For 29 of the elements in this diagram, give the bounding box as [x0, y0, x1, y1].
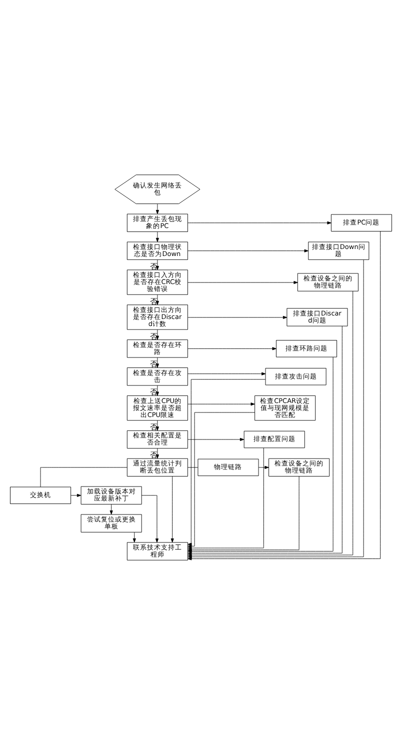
arrow [170, 476, 174, 542]
arrow [188, 447, 264, 550]
arrow [188, 378, 266, 546]
arrow [141, 494, 159, 542]
arrow [156, 448, 159, 458]
arrow [188, 402, 255, 406]
arrow [156, 356, 159, 368]
arrow [188, 248, 308, 252]
arrow [156, 384, 159, 396]
arrow [188, 280, 298, 284]
connector [188, 466, 198, 468]
arrow [188, 412, 255, 548]
arrow [156, 294, 159, 305]
arrow [156, 231, 159, 242]
arrow [188, 346, 276, 350]
arrow [188, 476, 300, 551]
arrow [188, 372, 266, 375]
arrow [110, 504, 113, 514]
arrow [258, 465, 269, 468]
arrow [156, 203, 159, 214]
arrow [132, 532, 136, 542]
arrow [70, 493, 82, 496]
arrow [188, 315, 288, 318]
arrow [156, 420, 159, 430]
arrow [188, 220, 332, 224]
arrow [156, 259, 159, 270]
arrow [156, 328, 159, 340]
arrow [188, 437, 244, 441]
connector [40, 466, 128, 487]
